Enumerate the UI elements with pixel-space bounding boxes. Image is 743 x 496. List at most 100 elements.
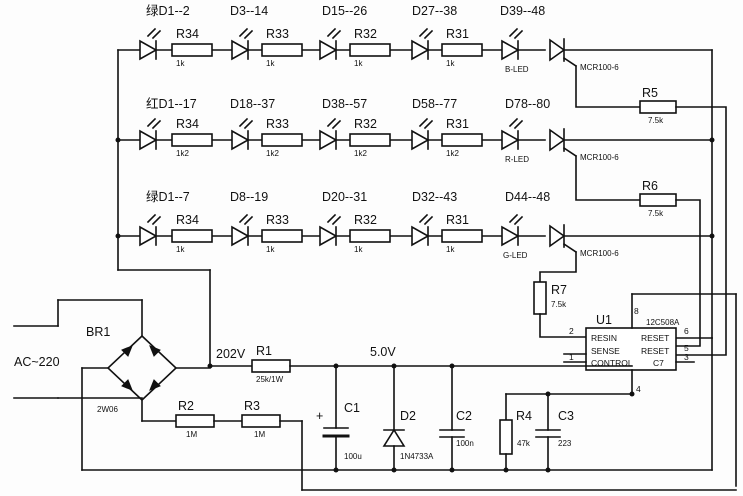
- resistor-r2: [175, 414, 215, 428]
- resistor-value: 1k2: [176, 149, 189, 158]
- bridge-ref: BR1: [86, 325, 110, 339]
- resistor-value: 1k: [354, 59, 363, 68]
- led-label: D38--57: [322, 97, 367, 111]
- d2-ref: D2: [400, 409, 416, 423]
- capacitor-c2: C2 100n: [439, 365, 474, 471]
- led-label: 绿D1--2: [146, 3, 190, 18]
- ic-pin-name: C7: [653, 358, 664, 368]
- resistor-symbol: [441, 229, 483, 243]
- led-symbol: [411, 27, 434, 61]
- led-symbol: [501, 213, 524, 247]
- ic-ref: U1: [596, 313, 612, 327]
- gate-resistor-r5: R5 7.5k: [639, 86, 727, 356]
- resistor-value: 1k2: [354, 149, 367, 158]
- led-symbol: [231, 213, 254, 247]
- ic-pin-number: 5: [684, 343, 689, 353]
- r1-ref: R1: [256, 344, 272, 358]
- ic-pin-name: CONTROL: [591, 358, 633, 368]
- resistor-value: 1k2: [446, 149, 459, 158]
- led-symbol: [501, 117, 524, 151]
- capacitor-c1: + C1 100u: [316, 365, 362, 471]
- resistor-label: R33: [266, 27, 289, 41]
- r4-ref: R4: [516, 409, 532, 423]
- led-type-label: R-LED: [505, 155, 529, 164]
- led-label: D18--37: [230, 97, 275, 111]
- ground-bus: [81, 337, 713, 473]
- ic-pin-name: RESET: [641, 346, 669, 356]
- resistor-r3: [241, 414, 281, 428]
- ic-pin-number: 6: [684, 326, 689, 336]
- led-label: D39--48: [500, 4, 545, 18]
- led-type-label: G-LED: [503, 251, 528, 260]
- resistor-symbol: [441, 43, 483, 57]
- c2-ref: C2: [456, 409, 472, 423]
- svg-text:7.5k: 7.5k: [551, 300, 567, 309]
- scr-symbol: [539, 224, 713, 283]
- resistor-symbol: [349, 43, 391, 57]
- ic-pin-number: 8: [634, 306, 639, 316]
- resistor-value: 1k: [176, 245, 185, 254]
- resistor-symbol: [261, 43, 303, 57]
- resistor-label: R34: [176, 117, 199, 131]
- scr-symbol: [549, 128, 713, 201]
- c1-polarity: +: [316, 409, 323, 423]
- resistor-value: 1k2: [266, 149, 279, 158]
- resistor-label: R32: [354, 117, 377, 131]
- led-symbol: [501, 27, 524, 61]
- r2-ref: R2: [178, 399, 194, 413]
- scr-label: MCR100-6: [580, 249, 619, 258]
- resistor-value: 1k: [354, 245, 363, 254]
- led-symbol: [319, 27, 342, 61]
- resistor-value: 1k: [446, 59, 455, 68]
- ic-pin-name: SENSE: [591, 346, 620, 356]
- resistor-label: R32: [354, 213, 377, 227]
- c3-value: 223: [558, 439, 572, 448]
- c1-value: 100u: [344, 452, 362, 461]
- gate-resistor-r6: R6 7.5k: [639, 179, 701, 347]
- ic-pin-number: 3: [684, 352, 689, 362]
- led-row-2: 红D1--17 D18--37 D38--57 D58--77 D78--80 …: [117, 96, 713, 201]
- led-symbol: [319, 213, 342, 247]
- scr-symbol: [549, 38, 713, 108]
- led-row-3: 绿D1--7 D8--19 D20--31 D32--43 D44--48 R3…: [117, 189, 713, 283]
- resistor-label: R33: [266, 213, 289, 227]
- svg-text:R7: R7: [551, 283, 567, 297]
- supply-line: 202V R1 25k/1W 5.0V: [209, 344, 633, 384]
- resistor-value: 1k: [176, 59, 185, 68]
- led-symbol: [411, 117, 434, 151]
- led-label: D44--48: [505, 190, 550, 204]
- svg-text:R6: R6: [642, 179, 658, 193]
- svg-text:7.5k: 7.5k: [648, 209, 664, 218]
- resistor-symbol: [261, 229, 303, 243]
- resistor-symbol: [441, 133, 483, 147]
- led-label: D8--19: [230, 190, 268, 204]
- led-label: D3--14: [230, 4, 268, 18]
- led-symbol: [231, 117, 254, 151]
- r3-value: 1M: [254, 430, 265, 439]
- led-supply-rail: [115, 49, 211, 367]
- scr-cathode-bus: [675, 49, 715, 339]
- resistor-label: R32: [354, 27, 377, 41]
- ac-label: AC~220: [14, 355, 60, 369]
- svg-text:R5: R5: [642, 86, 658, 100]
- led-label: D58--77: [412, 97, 457, 111]
- led-label: D78--80: [505, 97, 550, 111]
- led-label: D20--31: [322, 190, 367, 204]
- resistor-symbol: [349, 229, 391, 243]
- r4-value: 47k: [517, 439, 531, 448]
- ic-part: 12C508A: [646, 318, 680, 327]
- resistor-value: 1k: [266, 59, 275, 68]
- resistor-label: R34: [176, 213, 199, 227]
- resistor-symbol: [171, 43, 213, 57]
- ic-pin-number: 4: [636, 384, 641, 394]
- d2-value: 1N4733A: [400, 452, 434, 461]
- r1-value: 25k/1W: [256, 375, 284, 384]
- resistor-r4: R4 47k: [499, 393, 532, 471]
- led-type-label: B-LED: [505, 65, 529, 74]
- resistor-r1: [251, 359, 291, 373]
- resistor-label: R34: [176, 27, 199, 41]
- resistor-value: 1k: [446, 245, 455, 254]
- led-symbol: [139, 117, 162, 151]
- resistor-symbol: [349, 133, 391, 147]
